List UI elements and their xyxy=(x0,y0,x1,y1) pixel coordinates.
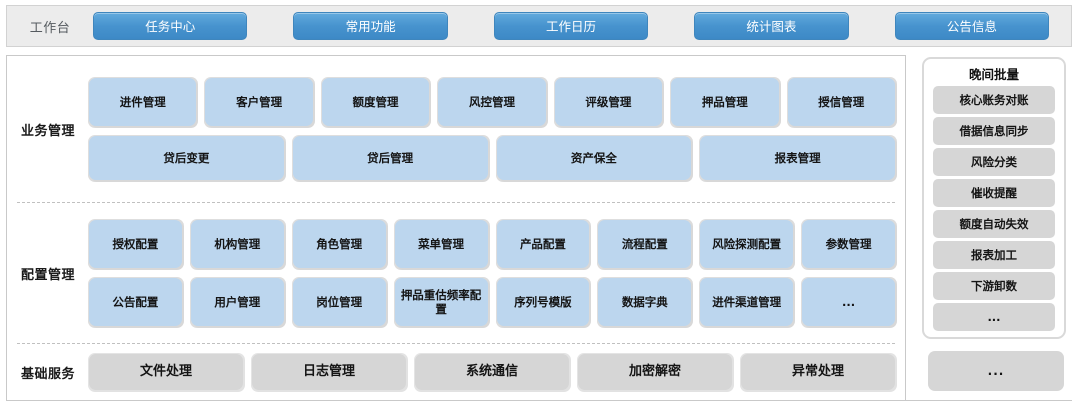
right-side-column: 晚间批量 核心账务对账 借据信息同步 风险分类 催收提醒 额度自动失效 报表加工… xyxy=(914,55,1074,401)
tile-file-processing[interactable]: 文件处理 xyxy=(89,354,243,390)
section-basic-services: 基础服务 文件处理 日志管理 系统通信 加密解密 异常处理 xyxy=(7,344,905,400)
tile-post-loan-management[interactable]: 贷后管理 xyxy=(292,136,488,180)
tile-application-management[interactable]: 进件管理 xyxy=(89,78,197,126)
nav-button-work-calendar[interactable]: 工作日历 xyxy=(493,12,649,40)
tile-asset-preservation[interactable]: 资产保全 xyxy=(496,136,692,180)
tile-role-management[interactable]: 角色管理 xyxy=(292,220,386,268)
section-configuration-management: 配置管理 授权配置 机构管理 角色管理 菜单管理 产品配置 流程配置 风险探测配… xyxy=(7,203,905,343)
tile-credit-limit-management[interactable]: 额度管理 xyxy=(321,78,430,126)
batch-item-report-processing[interactable]: 报表加工 xyxy=(933,241,1055,269)
business-row-2: 贷后变更 贷后管理 资产保全 报表管理 xyxy=(89,136,895,180)
tile-system-communication[interactable]: 系统通信 xyxy=(415,354,569,390)
batch-item-collection-reminder[interactable]: 催收提醒 xyxy=(933,179,1055,207)
nightly-batch-title: 晚间批量 xyxy=(968,67,1019,82)
tile-config-more[interactable]: ... xyxy=(802,278,895,326)
nav-button-common-functions[interactable]: 常用功能 xyxy=(293,12,448,40)
batch-item-more[interactable]: ... xyxy=(933,303,1055,331)
architecture-main-panel: 业务管理 进件管理 客户管理 额度管理 风控管理 评级管理 押品管理 授信管理 … xyxy=(6,55,906,401)
tile-user-management[interactable]: 用户管理 xyxy=(190,278,284,326)
right-column-more-button[interactable]: ... xyxy=(928,351,1064,391)
workbench-label: 工作台 xyxy=(29,20,71,36)
business-tile-rows: 进件管理 客户管理 额度管理 风控管理 评级管理 押品管理 授信管理 贷后变更 … xyxy=(89,78,905,180)
tile-log-management[interactable]: 日志管理 xyxy=(252,354,406,390)
tile-risk-control-management[interactable]: 风控管理 xyxy=(438,78,546,126)
batch-item-risk-classification[interactable]: 风险分类 xyxy=(933,148,1055,176)
basic-row-1: 文件处理 日志管理 系统通信 加密解密 异常处理 xyxy=(89,354,895,390)
section-divider-2 xyxy=(17,343,895,344)
batch-item-auto-limit-expiry[interactable]: 额度自动失效 xyxy=(933,210,1055,238)
tile-product-config[interactable]: 产品配置 xyxy=(496,220,590,268)
config-tile-rows: 授权配置 机构管理 角色管理 菜单管理 产品配置 流程配置 风险探测配置 参数管… xyxy=(89,220,905,326)
batch-item-core-accounting-reconciliation[interactable]: 核心账务对账 xyxy=(933,86,1055,114)
tile-report-management[interactable]: 报表管理 xyxy=(700,136,895,180)
tile-encryption-decryption[interactable]: 加密解密 xyxy=(578,354,732,390)
nav-button-announcement[interactable]: 公告信息 xyxy=(894,12,1050,40)
nav-button-task-center[interactable]: 任务中心 xyxy=(93,12,248,40)
nightly-batch-card: 晚间批量 核心账务对账 借据信息同步 风险分类 催收提醒 额度自动失效 报表加工… xyxy=(922,57,1066,339)
top-navigation-bar: 工作台 任务中心 常用功能 工作日历 统计图表 公告信息 xyxy=(6,5,1072,47)
basic-tile-rows: 文件处理 日志管理 系统通信 加密解密 异常处理 xyxy=(89,354,905,390)
config-row-2: 公告配置 用户管理 岗位管理 押品重估频率配置 序列号模版 数据字典 进件渠道管… xyxy=(89,278,895,326)
tile-position-management[interactable]: 岗位管理 xyxy=(292,278,386,326)
tile-data-dictionary[interactable]: 数据字典 xyxy=(598,278,692,326)
section-business-management: 业务管理 进件管理 客户管理 额度管理 风控管理 评级管理 押品管理 授信管理 … xyxy=(7,56,905,202)
tile-exception-handling[interactable]: 异常处理 xyxy=(741,354,895,390)
section-divider-1 xyxy=(17,202,895,203)
tile-post-loan-change[interactable]: 贷后变更 xyxy=(89,136,284,180)
tile-organization-management[interactable]: 机构管理 xyxy=(190,220,284,268)
tile-rating-management[interactable]: 评级管理 xyxy=(554,78,663,126)
tile-customer-management[interactable]: 客户管理 xyxy=(205,78,313,126)
batch-item-downstream-data-unload[interactable]: 下游卸数 xyxy=(933,272,1055,300)
tile-process-config[interactable]: 流程配置 xyxy=(598,220,692,268)
tile-collateral-management[interactable]: 押品管理 xyxy=(671,78,779,126)
section-label-configuration-management: 配置管理 xyxy=(20,267,75,283)
tile-risk-detection-config[interactable]: 风险探测配置 xyxy=(700,220,794,268)
tile-authorization-config[interactable]: 授权配置 xyxy=(89,220,182,268)
tile-serial-number-template[interactable]: 序列号模版 xyxy=(496,278,590,326)
section-label-basic-services: 基础服务 xyxy=(20,366,75,382)
batch-item-iou-info-sync[interactable]: 借据信息同步 xyxy=(933,117,1055,145)
nav-button-statistics-chart[interactable]: 统计图表 xyxy=(694,12,849,40)
tile-credit-granting-management[interactable]: 授信管理 xyxy=(787,78,895,126)
tile-parameter-management[interactable]: 参数管理 xyxy=(802,220,895,268)
tile-announcement-config[interactable]: 公告配置 xyxy=(89,278,182,326)
nightly-batch-list: 核心账务对账 借据信息同步 风险分类 催收提醒 额度自动失效 报表加工 下游卸数… xyxy=(933,86,1055,331)
nav-button-group: 任务中心 常用功能 工作日历 统计图表 公告信息 xyxy=(93,12,1071,40)
tile-collateral-revaluation-frequency-config[interactable]: 押品重估频率配置 xyxy=(394,278,488,326)
tile-application-channel-management[interactable]: 进件渠道管理 xyxy=(700,278,794,326)
page-bottom-border xyxy=(6,400,1072,401)
tile-menu-management[interactable]: 菜单管理 xyxy=(394,220,488,268)
config-row-1: 授权配置 机构管理 角色管理 菜单管理 产品配置 流程配置 风险探测配置 参数管… xyxy=(89,220,895,268)
business-row-1: 进件管理 客户管理 额度管理 风控管理 评级管理 押品管理 授信管理 xyxy=(89,78,895,126)
section-label-business-management: 业务管理 xyxy=(20,123,75,139)
